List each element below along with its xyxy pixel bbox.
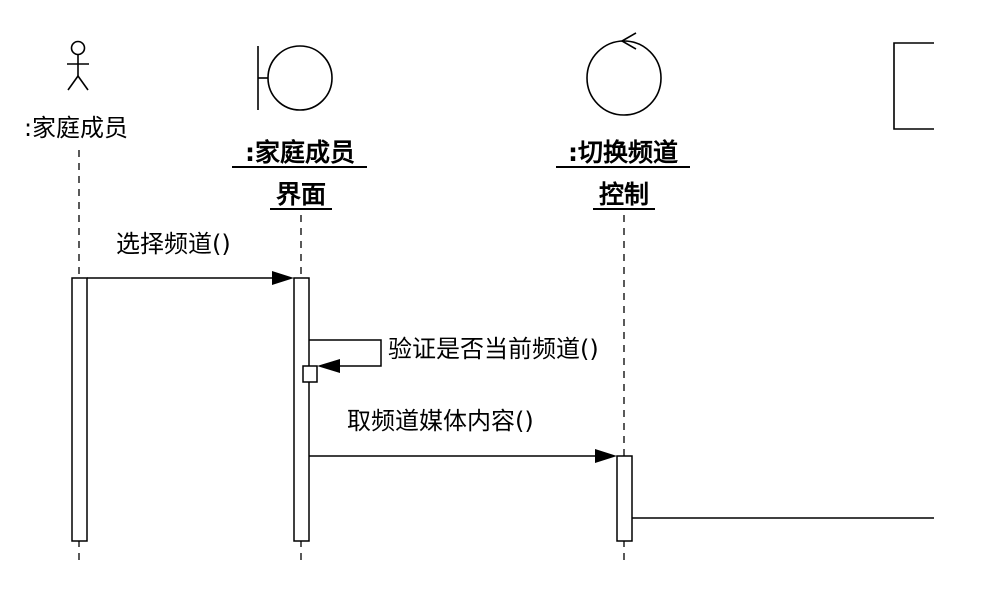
control-switch-channel: :切换频道 控制 bbox=[556, 32, 690, 210]
arrow-left-icon bbox=[317, 359, 340, 373]
message-select-channel: 选择频道() bbox=[87, 230, 294, 285]
message-label: 验证是否当前频道() bbox=[388, 335, 599, 363]
boundary-label-line1: :家庭成员 bbox=[245, 138, 355, 167]
message-label: 选择频道() bbox=[116, 230, 231, 258]
control-label-line2: 控制 bbox=[599, 180, 649, 209]
control-label-line1: :切换频道 bbox=[568, 138, 678, 167]
message-get-channel-media: 取频道媒体内容() bbox=[309, 407, 617, 463]
activation-actor bbox=[71, 277, 88, 542]
entity-box-partial bbox=[893, 42, 934, 130]
message-verify-current-channel: 验证是否当前频道() bbox=[309, 335, 599, 373]
message-line bbox=[309, 339, 382, 367]
boundary-family-member-ui: :家庭成员 界面 bbox=[232, 45, 367, 210]
actor-family-member: :家庭成员 bbox=[24, 40, 128, 142]
control-icon bbox=[586, 32, 662, 116]
arrow-right-icon bbox=[272, 271, 294, 285]
arrow-right-icon bbox=[595, 449, 617, 463]
actor-label: :家庭成员 bbox=[24, 114, 128, 142]
activation-self-call bbox=[302, 365, 318, 383]
activation-control bbox=[616, 455, 633, 542]
actor-stick-figure-icon bbox=[67, 40, 89, 91]
activation-boundary bbox=[293, 277, 310, 542]
boundary-label-line2: 界面 bbox=[276, 180, 326, 209]
boundary-icon bbox=[257, 45, 333, 111]
message-label: 取频道媒体内容() bbox=[347, 407, 534, 435]
